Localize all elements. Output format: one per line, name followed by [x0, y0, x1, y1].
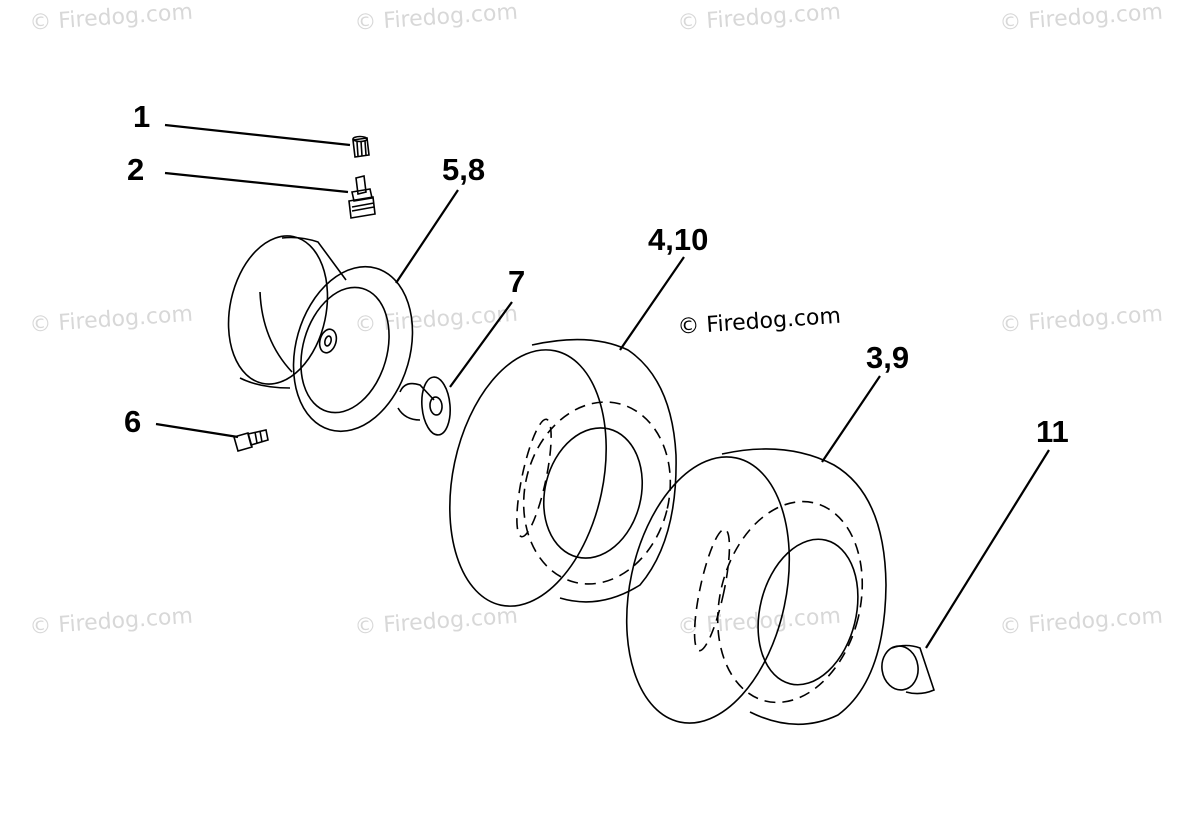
valve-cap: [352, 135, 370, 158]
callouts: 1 2 5,8 7 4,10 3,9 6 11: [124, 99, 1069, 449]
leader-line: [164, 171, 349, 194]
leader-line: [925, 449, 1050, 649]
leader-line: [395, 189, 459, 284]
callout-1: 1: [133, 99, 150, 134]
watermarks: © Firedog.com © Firedog.com © Firedog.co…: [29, 0, 1164, 640]
leader-line: [449, 301, 513, 388]
watermark: © Firedog.com: [999, 604, 1164, 640]
callout-3-9: 3,9: [866, 340, 909, 375]
wheel-rim: [227, 235, 414, 433]
bolt: [233, 429, 269, 452]
callout-2: 2: [127, 152, 144, 187]
leader-lines: [155, 123, 1050, 649]
watermark: © Firedog.com: [999, 0, 1164, 36]
tire-front: [449, 338, 677, 607]
hub-cap: [881, 644, 935, 695]
leader-line: [164, 123, 351, 147]
leader-line: [155, 422, 239, 439]
callout-4-10: 4,10: [648, 222, 708, 257]
valve-stem: [348, 175, 376, 219]
callout-5-8: 5,8: [442, 152, 485, 187]
bushing: [397, 376, 451, 436]
leader-line: [619, 256, 685, 351]
watermark: © Firedog.com: [677, 0, 842, 36]
callout-6: 6: [124, 404, 141, 439]
callout-7: 7: [508, 264, 525, 299]
watermark: © Firedog.com: [29, 0, 194, 36]
watermark: © Firedog.com: [999, 302, 1164, 338]
watermark: © Firedog.com: [354, 0, 519, 36]
watermark: © Firedog.com: [29, 604, 194, 640]
watermark: © Firedog.com: [29, 302, 194, 338]
callout-11: 11: [1036, 414, 1069, 449]
tire-rear: [625, 448, 887, 726]
watermark: © Firedog.com: [354, 604, 519, 640]
copyright-text: © Firedog.com: [677, 304, 842, 340]
leader-line: [821, 375, 881, 463]
watermark: © Firedog.com: [354, 302, 519, 338]
